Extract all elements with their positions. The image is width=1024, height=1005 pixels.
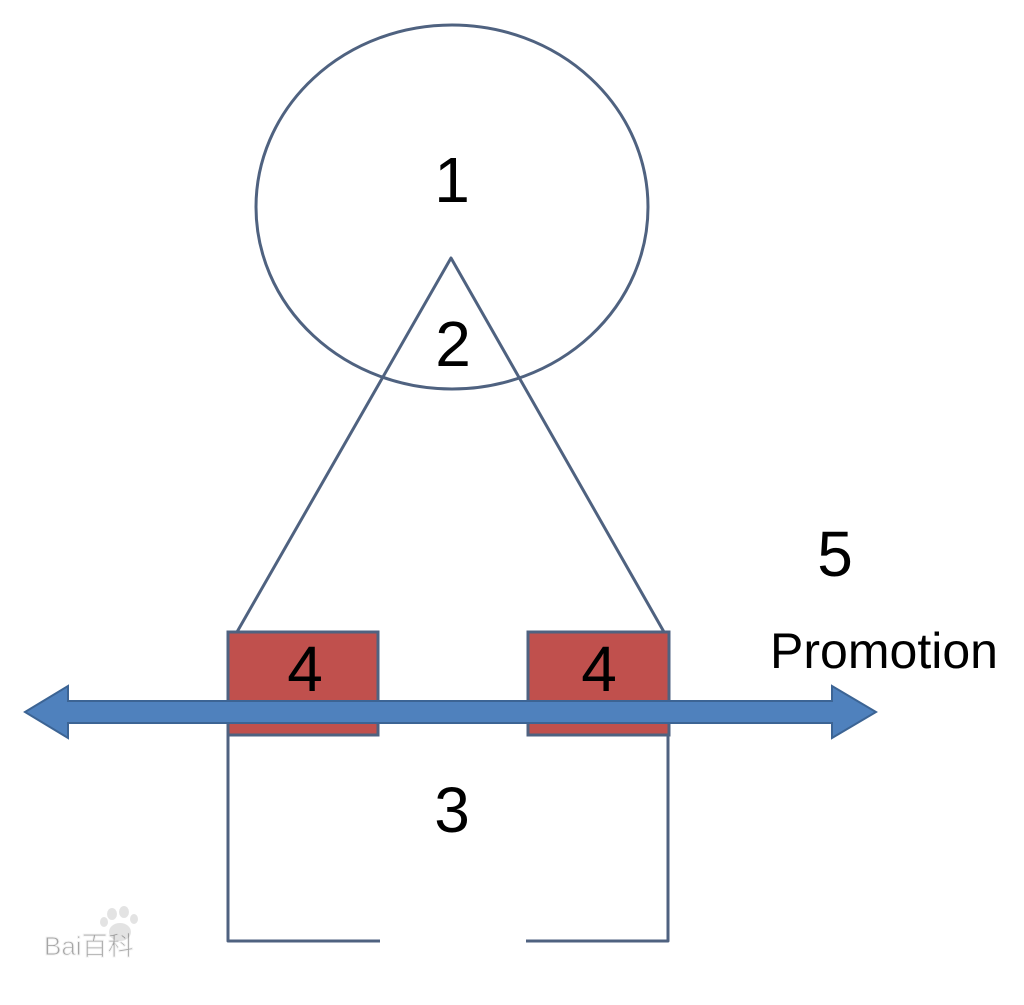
label-circle: 1 xyxy=(434,144,470,216)
head-circle xyxy=(254,23,650,391)
label-triangle: 2 xyxy=(435,308,471,380)
label-side-number: 5 xyxy=(817,518,853,590)
label-side-word: Promotion xyxy=(770,623,998,679)
baidu-paw-logo-icon xyxy=(100,906,138,941)
base-bracket xyxy=(226,735,670,943)
body-triangle xyxy=(235,256,666,633)
double-headed-arrow-icon xyxy=(23,684,878,740)
label-base: 3 xyxy=(434,774,470,846)
label-block-right: 4 xyxy=(581,633,617,705)
watermark-text: Bai百科 xyxy=(44,931,134,961)
label-block-left: 4 xyxy=(287,633,323,705)
